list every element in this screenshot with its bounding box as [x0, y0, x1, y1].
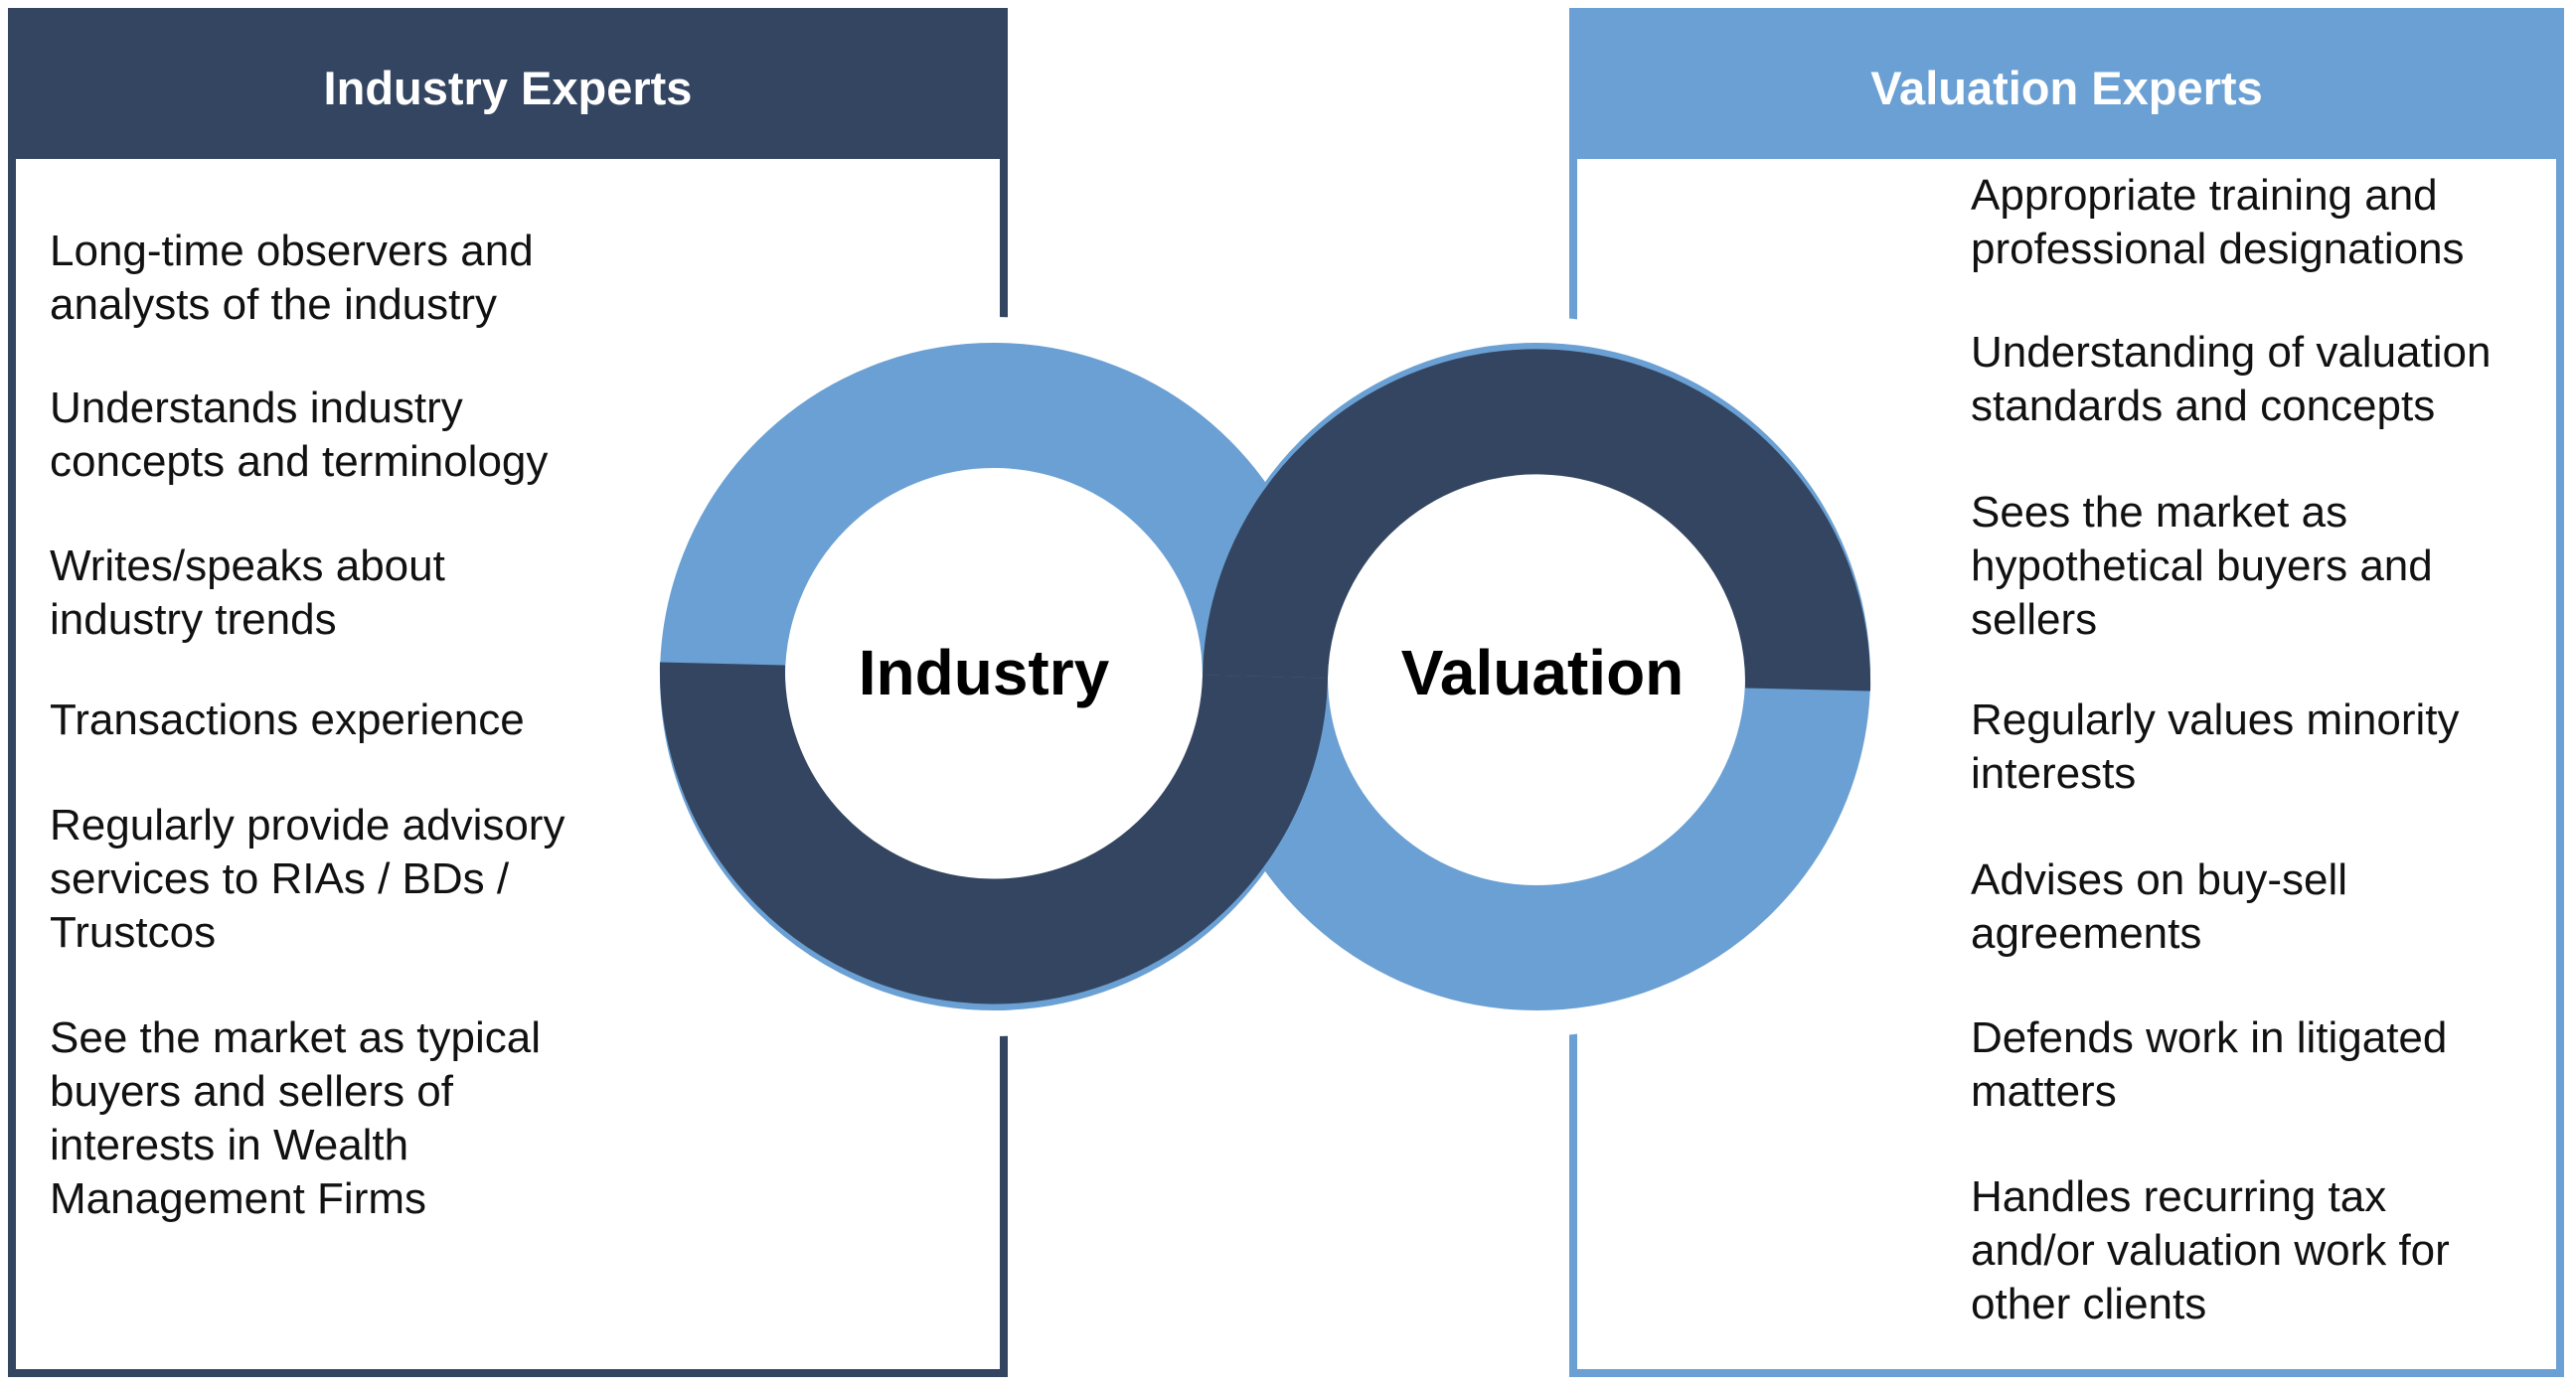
list-item: Regularly values minority interests [1971, 694, 2460, 801]
industry-experts-header: Industry Experts [16, 16, 1000, 159]
list-item-line: other clients [1971, 1280, 2207, 1328]
valuation-experts-box: Valuation Experts [1569, 8, 2564, 1377]
industry-ring-dark-arc [659, 662, 1328, 1004]
list-item-line: Defends work in litigated [1971, 1013, 2448, 1062]
list-item: Advises on buy-sell agreements [1971, 853, 2347, 961]
list-item-line: Advises on buy-sell [1971, 855, 2348, 904]
list-item: Appropriate training and professional des… [1971, 169, 2465, 276]
list-item: Long-time observers and analysts of the i… [50, 225, 534, 332]
list-item-line: services to RIAs / BDs / [50, 854, 510, 903]
list-item-line: interests [1971, 749, 2137, 798]
list-item: Writes/speaks about industry trends [50, 540, 445, 647]
list-item-line: sellers [1971, 595, 2098, 644]
valuation-ring-dark-arc [1203, 349, 1871, 692]
list-item-line: Long-time observers and [50, 227, 534, 275]
list-item-line: Handles recurring tax [1971, 1172, 2387, 1221]
list-item: Regularly provide advisory services to RI… [50, 799, 564, 960]
list-item-line: professional designations [1971, 225, 2465, 273]
list-item: Defends work in litigated matters [1971, 1011, 2447, 1119]
list-item: Understands industry concepts and termino… [50, 382, 548, 489]
list-item-line: standards and concepts [1971, 382, 2436, 430]
list-item: Transactions experience [50, 694, 525, 747]
list-item-line: Sees the market as [1971, 488, 2348, 537]
list-item-line: and/or valuation work for [1971, 1226, 2450, 1275]
list-item-line: analysts of the industry [50, 280, 498, 329]
valuation-experts-header: Valuation Experts [1577, 16, 2556, 159]
list-item: Understanding of valuation standards and … [1971, 326, 2491, 433]
list-item-line: Management Firms [50, 1174, 427, 1223]
list-item-line: See the market as typical [50, 1013, 542, 1062]
list-item-line: hypothetical buyers and [1971, 541, 2433, 590]
list-item-line: Regularly provide advisory [50, 801, 565, 849]
list-item-line: Appropriate training and [1971, 171, 2438, 220]
list-item-line: interests in Wealth [50, 1121, 409, 1169]
list-item: See the market as typical buyers and sell… [50, 1011, 541, 1226]
list-item-line: agreements [1971, 909, 2202, 958]
list-item: Handles recurring tax and/or valuation wo… [1971, 1170, 2450, 1331]
list-item-line: buyers and sellers of [50, 1067, 453, 1116]
list-item-line: matters [1971, 1067, 2117, 1116]
list-item-line: Regularly values minority [1971, 695, 2460, 744]
list-item-line: Trustcos [50, 908, 217, 957]
list-item-line: Understands industry [50, 384, 463, 432]
industry-ring-label: Industry [858, 637, 1110, 708]
list-item-line: Transactions experience [50, 695, 525, 744]
valuation-ring-label: Valuation [1400, 637, 1685, 708]
list-item-line: Writes/speaks about [50, 541, 445, 590]
list-item-line: concepts and terminology [50, 437, 549, 486]
list-item-line: industry trends [50, 595, 337, 644]
list-item-line: Understanding of valuation [1971, 328, 2492, 377]
